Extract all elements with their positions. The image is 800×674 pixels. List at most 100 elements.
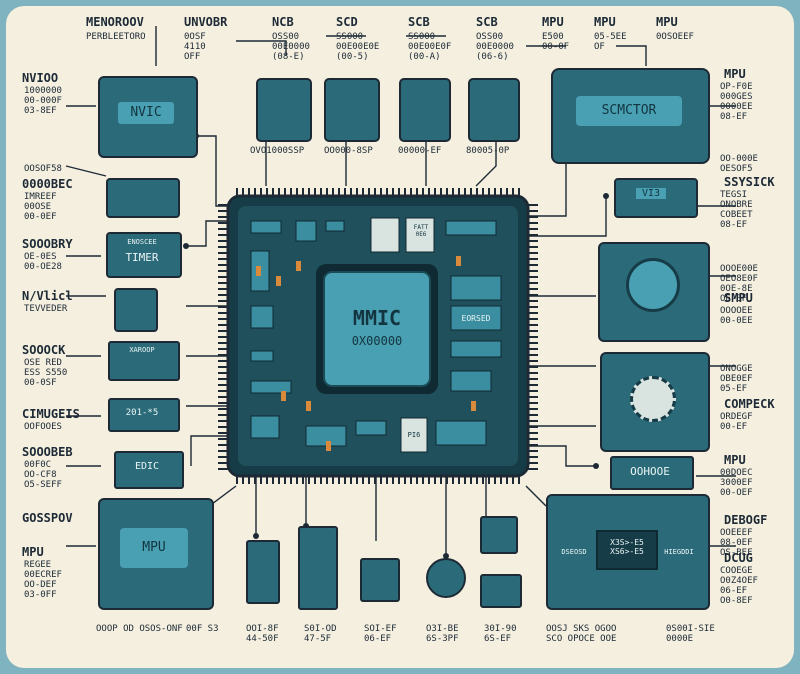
bottom-label: OOSJ SKS OGOO SCO OPOCE OOE bbox=[546, 624, 617, 644]
top-label-head: SCB bbox=[476, 15, 498, 29]
left-label-head: GOSSPOV bbox=[22, 511, 73, 525]
top-address: OVO1000SSP bbox=[250, 146, 305, 156]
vi3-label: VI3 bbox=[636, 188, 666, 199]
edic-module bbox=[114, 451, 184, 489]
bottom-label: O3I-BE 6S-3PF bbox=[426, 624, 459, 644]
left-label-sub: 00F0C OO-CF8 O5-SEFF bbox=[24, 460, 62, 490]
bottom-module-5 bbox=[480, 516, 518, 554]
top-label-sub: SS000 00E00E0F (00-A) bbox=[408, 32, 452, 62]
left-label-sub: OOFOOES bbox=[24, 422, 62, 432]
left-label-sub: OE-0ES 00-OE28 bbox=[24, 252, 62, 272]
right-label-head: SSYSICK bbox=[724, 175, 775, 189]
bottom-label: SOI-EF 06-EF bbox=[364, 624, 397, 644]
left-label-head: SOOOCK bbox=[22, 343, 66, 357]
right-label-sub: TEGSI ONOBRE COBEET 08-EF bbox=[720, 190, 753, 230]
xaroop-label: XAROOP bbox=[129, 346, 155, 354]
top-label-head: MPU bbox=[594, 15, 616, 29]
edic-label: EDIC bbox=[134, 461, 160, 472]
left-label-head: SOOOBRY bbox=[22, 237, 73, 251]
bottom-module-6 bbox=[480, 574, 522, 608]
left-label-sub: 1000000 00-000F 03-8EF bbox=[24, 86, 62, 116]
top-label-head: MENOROOV bbox=[86, 15, 144, 29]
bottom-label: OOOP OD OSOS-ONF bbox=[96, 624, 183, 634]
right-label-head: DEBOGF bbox=[724, 513, 768, 527]
bottom-module-2 bbox=[298, 526, 338, 610]
bottom-module-4 bbox=[426, 558, 466, 598]
bottom-label: OOI-8F 44-50F bbox=[246, 624, 279, 644]
top-label-head: MPU bbox=[656, 15, 678, 29]
right-label-head: MPU bbox=[724, 453, 746, 467]
right-label-sub: OP-F0E 000GES 0000EE 08-EF bbox=[720, 82, 753, 122]
right-label-sub: OOEEEF 08-0EF OS-BEF bbox=[720, 528, 753, 558]
top-label-head: UNVOBR bbox=[184, 15, 228, 29]
right-label-sub: COOEGE O0Z4OEF 06-EF O0-8EF bbox=[720, 566, 758, 606]
scb2-module bbox=[468, 78, 520, 142]
top-label-head: SCD bbox=[336, 15, 358, 29]
target-icon bbox=[626, 258, 680, 312]
ncb-module bbox=[256, 78, 312, 142]
xaroop-module bbox=[108, 341, 180, 381]
diagram-canvas: MMIC 0X00000 NVIC SCMCTOR ENOSCEE TIMER … bbox=[6, 6, 794, 668]
top-label-sub: SS000 00E00E0E (00-5) bbox=[336, 32, 380, 62]
timer-top-label: ENOSCEE bbox=[127, 238, 157, 246]
left-label-sub: REGEE 00ECREF OO-DEF 03-0FF bbox=[24, 560, 62, 600]
top-label-sub: 0OSOEEF bbox=[656, 32, 694, 42]
right-label-sub: OOOOEE 00-0EE bbox=[720, 306, 753, 326]
chip-name: MMIC bbox=[352, 306, 402, 330]
debug-chip-label: X3S>-E5 XS6>-E5 bbox=[596, 530, 658, 570]
right-label-head: SMPU bbox=[724, 291, 753, 305]
gear-icon bbox=[630, 376, 676, 422]
bottom-label: S0I-OD 47-5F bbox=[304, 624, 337, 644]
left-label-sub: OOSOF58 bbox=[24, 164, 62, 174]
left-label-head: N/Vlicl bbox=[22, 289, 73, 303]
mpu-label: MPU bbox=[120, 528, 188, 568]
left-label-head: 0000BEC bbox=[22, 177, 73, 191]
bottom-module-1 bbox=[246, 540, 280, 604]
right-label-sub: ONOGGE OBE0EF 05-EF bbox=[720, 364, 753, 394]
left-label-head: SOOOBEB bbox=[22, 445, 73, 459]
fattb-label: FATT 0E6 bbox=[413, 224, 429, 238]
left-label-sub: TEVVEDER bbox=[24, 304, 68, 314]
top-label-sub: 0OSF 4110 OFF bbox=[184, 32, 206, 62]
bottom-module-3 bbox=[360, 558, 400, 602]
top-label-head: MPU bbox=[542, 15, 564, 29]
oohdde-module bbox=[610, 456, 694, 490]
debug-right-label: HIEGDDI bbox=[664, 548, 694, 556]
ecrsed-label: EORSED bbox=[461, 314, 491, 323]
left-label-head: CIMUGEIS bbox=[22, 407, 80, 421]
nvic-label: NVIC bbox=[118, 102, 174, 124]
right-label-head: COMPECK bbox=[724, 397, 775, 411]
top-label-sub: 05-5EE OF bbox=[594, 32, 627, 52]
small-module bbox=[114, 288, 158, 332]
chip-address: 0X00000 bbox=[351, 334, 403, 348]
scd-module bbox=[324, 78, 380, 142]
top-label-sub: OSS00 00E0000 (08-E) bbox=[272, 32, 310, 62]
left-label-head: MPU bbox=[22, 545, 44, 559]
reg-label: 201-*5 bbox=[125, 408, 159, 418]
scb-module bbox=[399, 78, 451, 142]
oohdde-label: OOHOOE bbox=[630, 465, 670, 478]
left-label-sub: IMREEF 00OSE 00-0EF bbox=[24, 192, 57, 222]
top-label-head: SCB bbox=[408, 15, 430, 29]
sensor-module bbox=[106, 178, 180, 218]
left-label-head: NVIOO bbox=[22, 71, 59, 85]
bottom-label: 0S00I-SIE 0000E bbox=[666, 624, 715, 644]
right-label-sub: ORDEGF 00-EF bbox=[720, 412, 753, 432]
top-label-sub: OSS00 00E0000 (06-6) bbox=[476, 32, 514, 62]
bottom-label: 30I-90 6S-EF bbox=[484, 624, 517, 644]
top-label-head: NCB bbox=[272, 15, 294, 29]
right-label-head: DCUG bbox=[724, 551, 753, 565]
top-label-sub: PERBLEETORO bbox=[86, 32, 146, 42]
bottom-label: 00F S3 bbox=[186, 624, 219, 634]
top-address: 00000-EF bbox=[398, 146, 442, 156]
right-label-sub: OO-000E OESOF5 bbox=[720, 154, 758, 174]
scmctor-label: SCMCTOR bbox=[576, 96, 682, 126]
top-address: 80005-0P bbox=[466, 146, 510, 156]
timer-label: TIMER bbox=[125, 251, 159, 264]
top-address: OO000-8SP bbox=[324, 146, 373, 156]
reg-module bbox=[108, 398, 180, 432]
timer-module bbox=[106, 232, 182, 278]
top-label-sub: E500 00-0F bbox=[542, 32, 570, 52]
circuit-traces bbox=[65, 26, 736, 559]
